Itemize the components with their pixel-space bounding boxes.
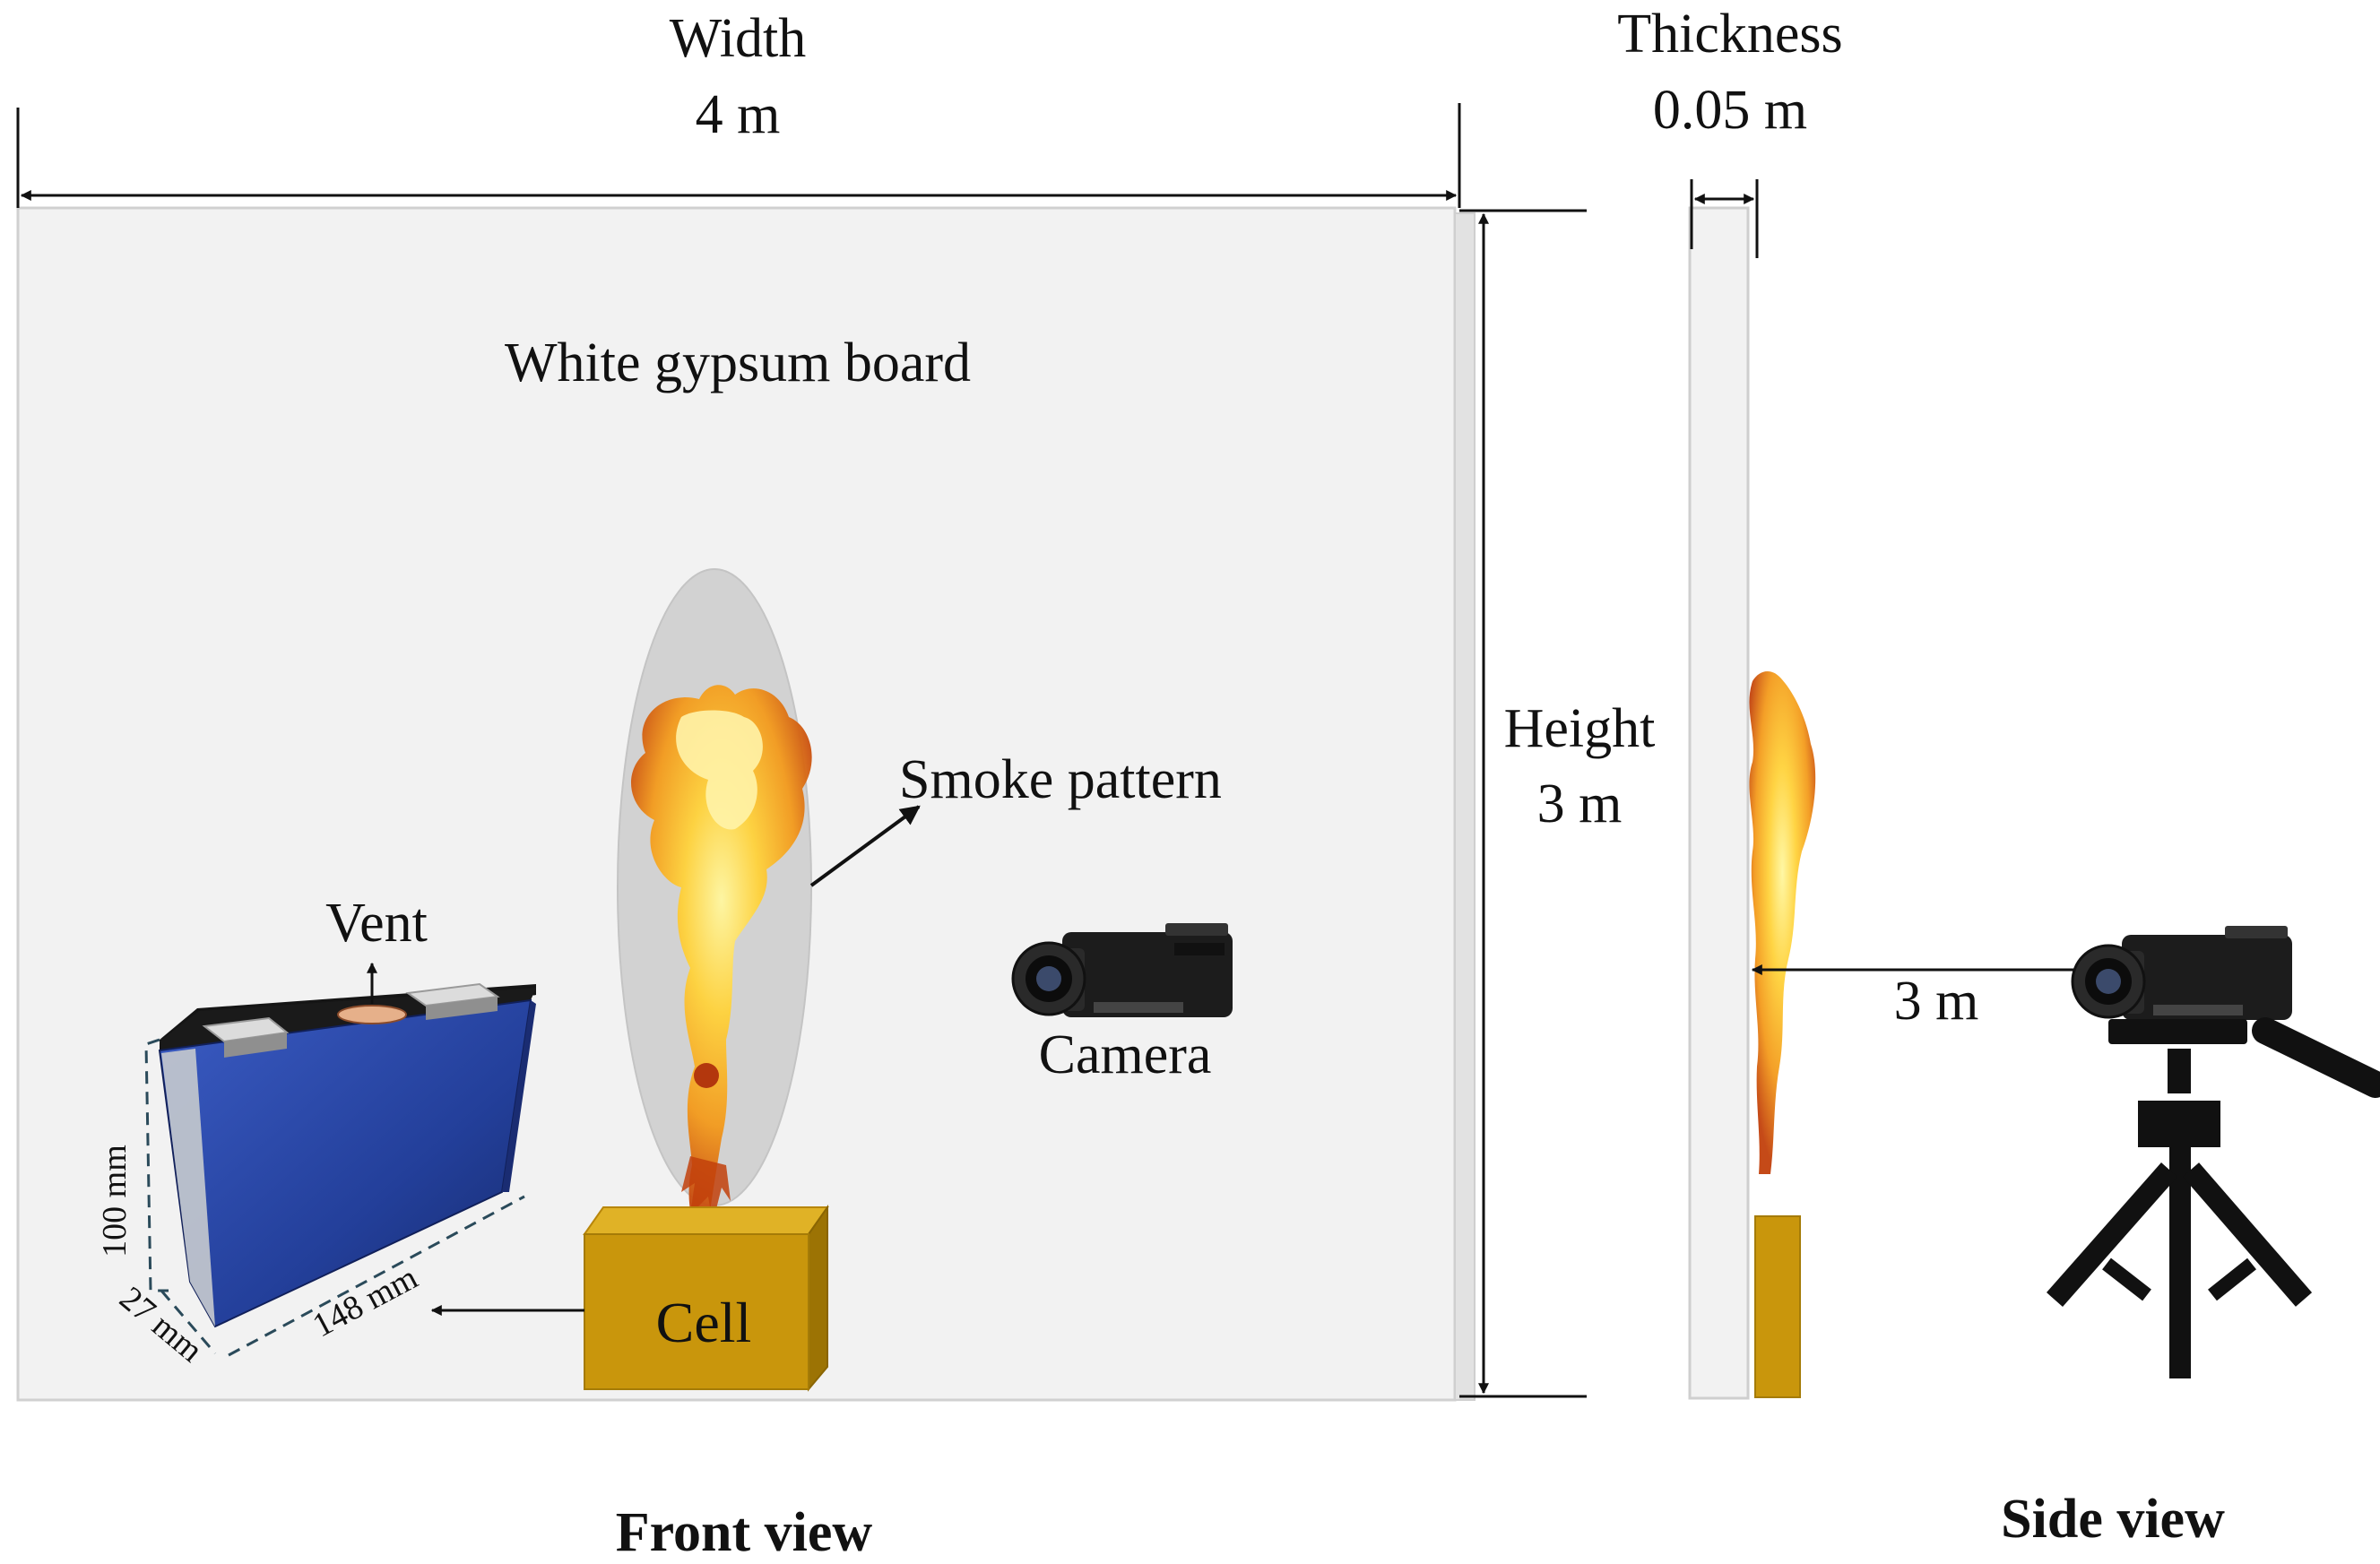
battery-dim-length-line: [228, 1195, 525, 1357]
height-value: 3 m: [1537, 773, 1623, 834]
width-label: Width: [670, 8, 807, 69]
board-side-profile: [1688, 206, 1750, 1400]
smoke-pointer-arrow: [809, 805, 921, 887]
board-edge-strip: [1454, 212, 1476, 1401]
side-view-caption: Side view: [2001, 1489, 2225, 1550]
width-value: 4 m: [696, 84, 781, 145]
camera-icon: [1011, 923, 1233, 1017]
front-view: Width 4 m White gypsum board Height 3 m …: [16, 8, 1667, 1563]
board-label: White gypsum board: [505, 333, 971, 393]
flame-side: [1749, 670, 1816, 1174]
battery-terminal-right: [405, 982, 500, 1020]
distance-label: 3 m: [1894, 971, 1979, 1032]
side-cell: [1754, 1215, 1801, 1398]
vent-label: Vent: [325, 893, 428, 954]
battery-dim-height-line: [144, 1038, 169, 1292]
front-view-caption: Front view: [616, 1502, 873, 1563]
height-label: Height: [1504, 698, 1656, 759]
cell-label: Cell: [656, 1291, 752, 1354]
camera-label: Camera: [1039, 1024, 1212, 1085]
battery-terminal-left: [202, 1016, 290, 1058]
side-view: Thickness 0.05 m 3 m: [1617, 4, 2380, 1550]
smoke-label: Smoke pattern: [899, 749, 1222, 810]
battery-vent: [337, 1005, 407, 1024]
thickness-value: 0.05 m: [1653, 80, 1807, 141]
battery-cell-illustration: [158, 982, 536, 1328]
thickness-label: Thickness: [1617, 4, 1842, 65]
battery-dim-thickness-line: [160, 1290, 217, 1354]
cell-dim-height: 100 mm: [96, 1145, 134, 1257]
tripod-camera-icon: [2047, 926, 2380, 1378]
cell-box: Cell: [583, 1204, 829, 1392]
